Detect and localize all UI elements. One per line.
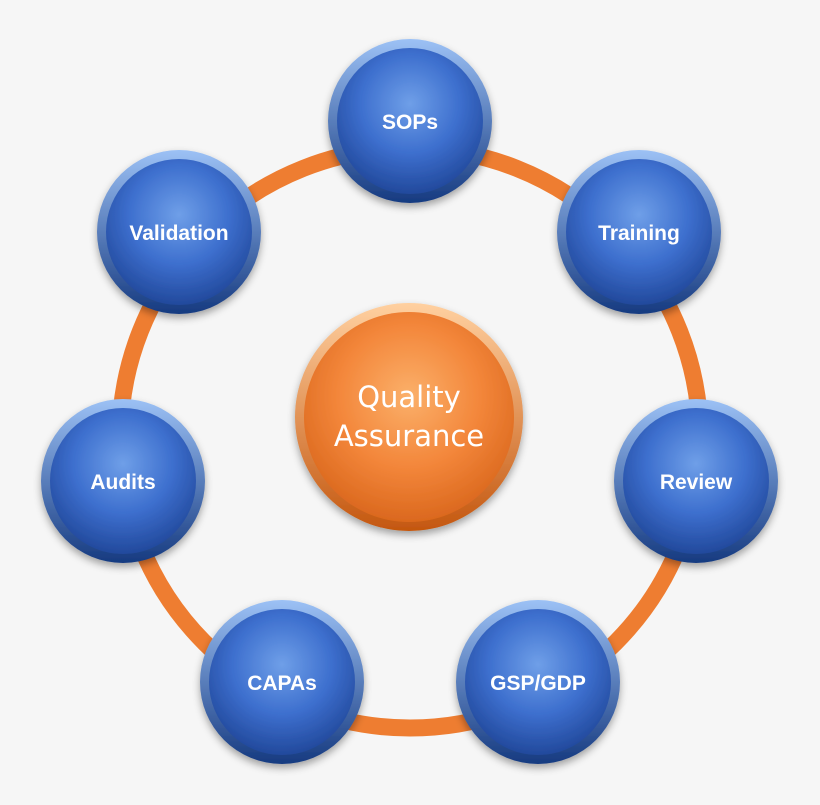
node-review: Review [614,399,778,563]
node-sops: SOPs [328,39,492,203]
center-node [295,303,523,531]
node-label-capas: CAPAs [247,672,317,695]
center-label-line1: Quality [357,380,461,414]
node-label-training: Training [598,222,680,245]
node-audits: Audits [41,399,205,563]
center-label-line2: Assurance [334,419,484,453]
node-label-sops: SOPs [382,111,438,134]
node-training: Training [557,150,721,314]
node-label-review: Review [660,471,733,494]
node-label-gsp-gdp: GSP/GDP [490,672,586,695]
node-validation: Validation [97,150,261,314]
node-label-validation: Validation [129,222,228,245]
node-gsp-gdp: GSP/GDP [456,600,620,764]
node-capas: CAPAs [200,600,364,764]
node-label-audits: Audits [90,471,155,494]
